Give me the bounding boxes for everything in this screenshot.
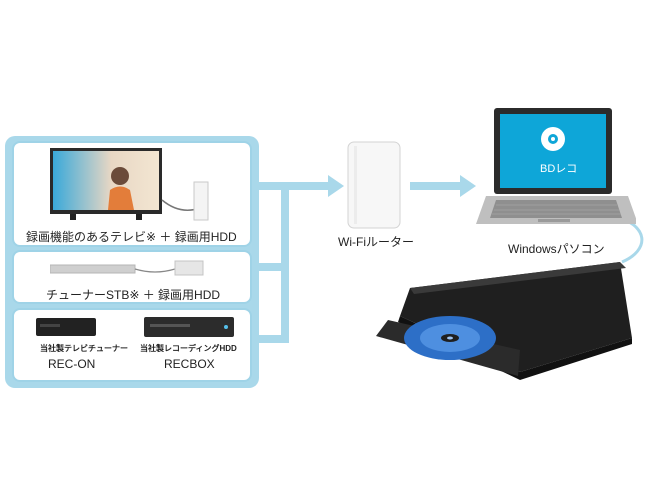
connector-router-pc bbox=[410, 182, 462, 190]
connector-tv bbox=[255, 182, 285, 190]
connector-to-router bbox=[285, 182, 330, 190]
tv-label: 録画機能のあるテレビ※ ＋ 録画用HDD bbox=[26, 230, 237, 244]
recbox-image bbox=[144, 317, 234, 337]
recon-caption: 当社製テレビチューナー bbox=[40, 344, 128, 353]
recbox-caption: 当社製レコーディングHDD bbox=[140, 344, 237, 353]
router-image bbox=[347, 141, 401, 229]
connector-stb bbox=[255, 263, 285, 271]
source-box-stb bbox=[12, 250, 252, 304]
connector-rec bbox=[255, 335, 285, 343]
recon-name: REC-ON bbox=[48, 357, 96, 371]
bluray-drive-image bbox=[376, 262, 632, 380]
pc-label: Windowsパソコン bbox=[508, 242, 605, 256]
hdd-image-tv bbox=[161, 181, 209, 221]
recbox-name: RECBOX bbox=[164, 357, 215, 371]
recon-image bbox=[36, 318, 96, 336]
arrow-to-pc bbox=[460, 175, 476, 197]
bdreco-app-icon bbox=[541, 127, 565, 151]
router-label: Wi-Fiルーター bbox=[338, 235, 414, 249]
connector-trunk bbox=[281, 182, 289, 343]
tv-image bbox=[50, 148, 162, 220]
arrow-to-router bbox=[328, 175, 344, 197]
laptop-screen-text: BDレコ bbox=[540, 163, 578, 175]
stb-image bbox=[50, 260, 204, 276]
stb-label: チューナーSTB※ ＋ 録画用HDD bbox=[46, 288, 221, 302]
